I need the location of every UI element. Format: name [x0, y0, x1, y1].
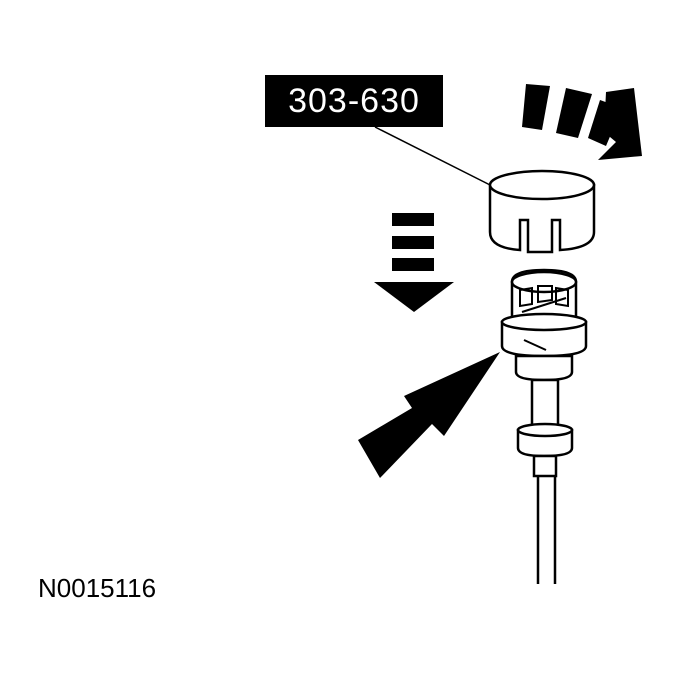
valve-fitting — [500, 268, 588, 584]
pointer-arrow-icon — [358, 352, 500, 478]
leader-line — [374, 126, 501, 191]
down-arrow-icon — [374, 213, 454, 312]
curved-arrow-icon — [522, 84, 642, 160]
tool-number-label: 303-630 — [265, 75, 443, 127]
figure-id: N0015116 — [38, 573, 157, 603]
tool-socket — [488, 169, 596, 254]
